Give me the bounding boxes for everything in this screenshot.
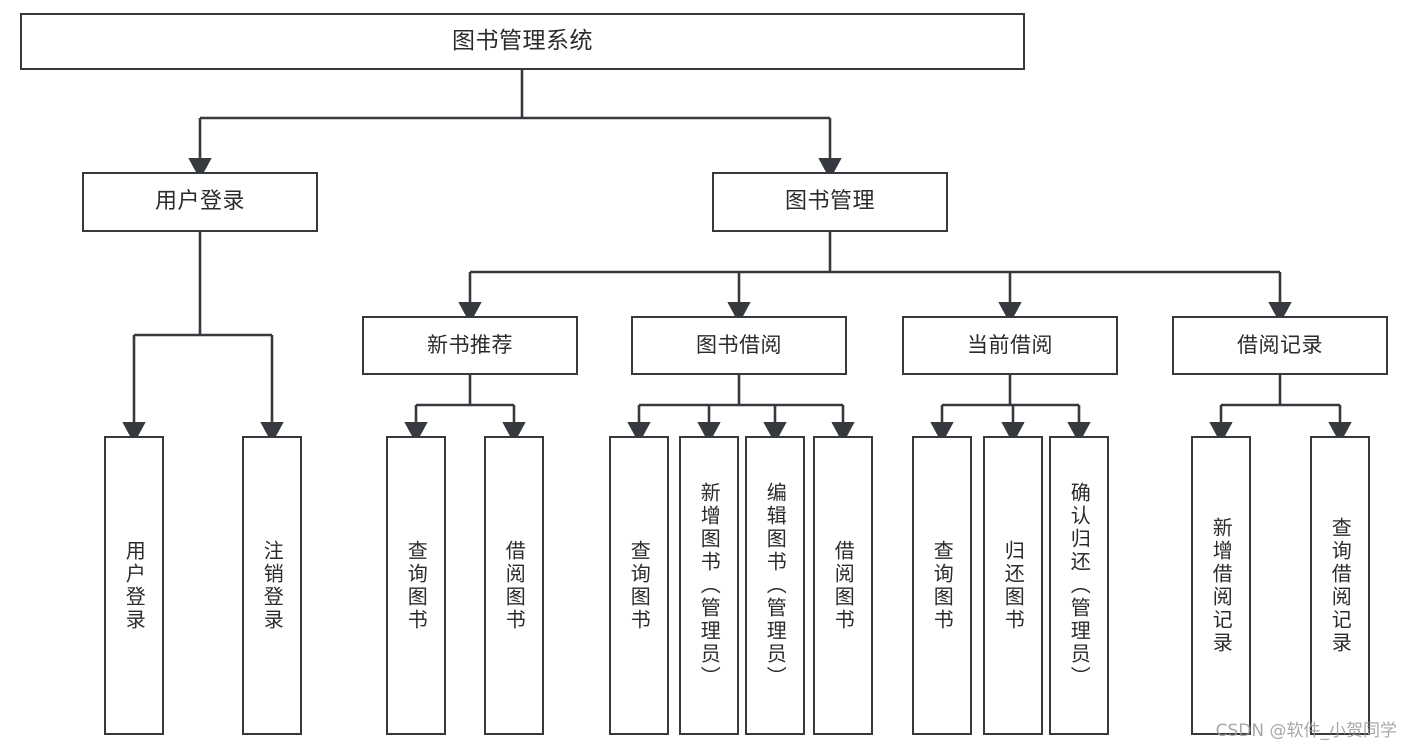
leaf-edit-book[interactable]: 编辑图书（管理员） bbox=[745, 436, 805, 735]
leaf-query-book-rec[interactable]: 查询图书 bbox=[386, 436, 446, 735]
leaf-edit-book-label: 编辑图书（管理员） bbox=[763, 482, 788, 689]
node-new-book-rec[interactable]: 新书推荐 bbox=[362, 316, 578, 375]
node-current-borrow-label: 当前借阅 bbox=[967, 332, 1053, 357]
leaf-confirm-return[interactable]: 确认归还（管理员） bbox=[1049, 436, 1109, 735]
node-book-manage[interactable]: 图书管理 bbox=[712, 172, 948, 232]
node-borrow-record-label: 借阅记录 bbox=[1237, 332, 1323, 357]
leaf-return-book[interactable]: 归还图书 bbox=[983, 436, 1043, 735]
node-root-label: 图书管理系统 bbox=[452, 27, 593, 54]
leaf-user-login-label: 用户登录 bbox=[122, 539, 147, 632]
leaf-borrow-book-rec[interactable]: 借阅图书 bbox=[484, 436, 544, 735]
leaf-query-book-current[interactable]: 查询图书 bbox=[912, 436, 972, 735]
leaf-borrow-book-label: 借阅图书 bbox=[831, 539, 856, 632]
leaf-add-borrow-record[interactable]: 新增借阅记录 bbox=[1191, 436, 1251, 735]
leaf-borrow-book-rec-label: 借阅图书 bbox=[502, 539, 527, 632]
node-book-manage-label: 图书管理 bbox=[784, 188, 875, 214]
leaf-add-book[interactable]: 新增图书（管理员） bbox=[679, 436, 739, 735]
leaf-query-borrow-record-label: 查询借阅记录 bbox=[1328, 516, 1353, 655]
leaf-confirm-return-label: 确认归还（管理员） bbox=[1067, 482, 1092, 689]
node-borrow-record[interactable]: 借阅记录 bbox=[1172, 316, 1388, 375]
leaf-query-book-current-label: 查询图书 bbox=[930, 539, 955, 632]
node-book-borrow-label: 图书借阅 bbox=[696, 332, 782, 357]
node-current-borrow[interactable]: 当前借阅 bbox=[902, 316, 1118, 375]
node-new-book-rec-label: 新书推荐 bbox=[427, 332, 513, 357]
leaf-query-book-rec-label: 查询图书 bbox=[404, 539, 429, 632]
leaf-query-book-borrow[interactable]: 查询图书 bbox=[609, 436, 669, 735]
leaf-logout-label: 注销登录 bbox=[260, 539, 285, 632]
watermark-text: CSDN @软件_小贺同学 bbox=[1215, 721, 1397, 741]
node-book-borrow[interactable]: 图书借阅 bbox=[631, 316, 847, 375]
leaf-logout[interactable]: 注销登录 bbox=[242, 436, 302, 735]
leaf-add-borrow-record-label: 新增借阅记录 bbox=[1209, 516, 1234, 655]
leaf-query-borrow-record[interactable]: 查询借阅记录 bbox=[1310, 436, 1370, 735]
leaf-query-book-borrow-label: 查询图书 bbox=[627, 539, 652, 632]
leaf-user-login[interactable]: 用户登录 bbox=[104, 436, 164, 735]
node-root[interactable]: 图书管理系统 bbox=[20, 13, 1025, 70]
node-user-login-label: 用户登录 bbox=[154, 188, 245, 214]
leaf-borrow-book[interactable]: 借阅图书 bbox=[813, 436, 873, 735]
node-user-login[interactable]: 用户登录 bbox=[82, 172, 318, 232]
leaf-return-book-label: 归还图书 bbox=[1001, 539, 1026, 632]
leaf-add-book-label: 新增图书（管理员） bbox=[697, 482, 722, 689]
